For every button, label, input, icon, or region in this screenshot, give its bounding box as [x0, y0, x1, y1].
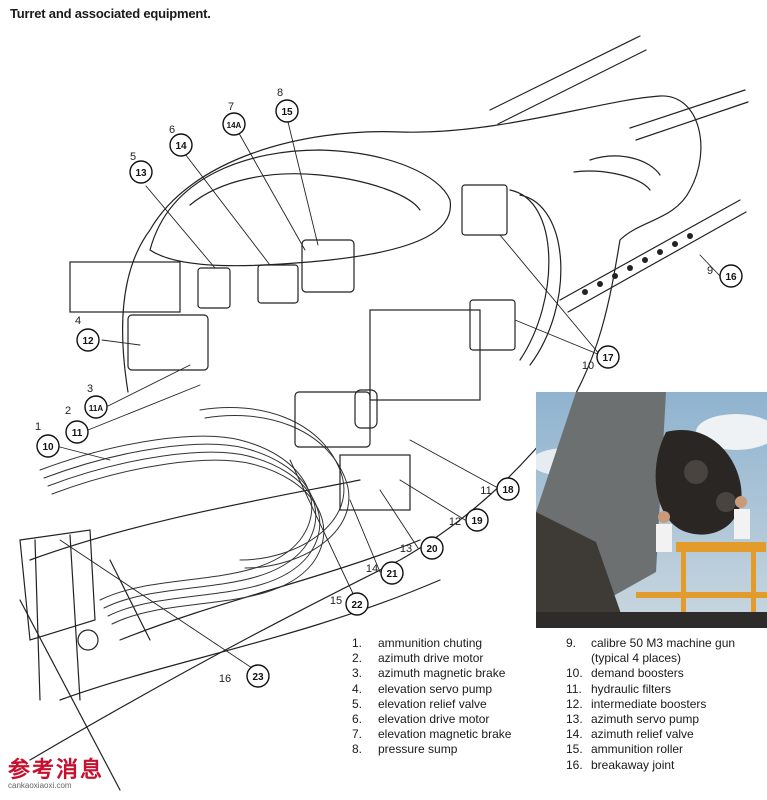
- callout-15: 15: [330, 595, 342, 607]
- callout-2: 2: [65, 405, 71, 417]
- legend-item: 16.breakaway joint: [566, 757, 675, 772]
- callout-11: 11: [480, 485, 491, 497]
- leader-lines: [55, 121, 721, 673]
- legend-item: (typical 4 places): [591, 651, 682, 666]
- legend-item: 3.azimuth magnetic brake: [352, 666, 506, 681]
- gun-mount-lower: [469, 299, 516, 351]
- circled-16: 16: [725, 272, 737, 283]
- circled-20: 20: [426, 544, 438, 555]
- legend-item: 5.elevation relief valve: [352, 696, 487, 711]
- callout-7: 7: [228, 101, 234, 113]
- circled-21: 21: [386, 569, 398, 580]
- callout-4: 4: [75, 315, 81, 327]
- callout-12: 12: [449, 516, 461, 528]
- gun-mount-rear: [461, 184, 508, 236]
- callout-14: 14: [366, 563, 378, 575]
- circled-callouts: 10 11 11A 12 13 14 14A 15 16 17 18 19 20…: [36, 99, 743, 688]
- ammo-box: [19, 529, 96, 701]
- ammo-box-port: [77, 629, 99, 651]
- gun-perforations: [582, 233, 693, 295]
- gun-receiver: [369, 309, 481, 401]
- ammo-feed: [509, 189, 562, 366]
- booster-block: [339, 454, 411, 511]
- circled-22: 22: [351, 600, 363, 611]
- azimuth-servo-pump: [294, 391, 371, 448]
- elevation-magnetic-brake: [301, 239, 355, 293]
- callout-10: 10: [582, 360, 594, 372]
- callout-3: 3: [87, 383, 93, 395]
- elevation-drive-motor: [257, 264, 299, 304]
- circled-10: 10: [42, 442, 54, 453]
- turret-photo: [536, 392, 767, 628]
- legend-right: 9.calibre 50 M3 machine gun (typical 4 p…: [566, 636, 735, 773]
- circled-11a: 11A: [89, 404, 103, 413]
- page-title: Turret and associated equipment.: [10, 6, 211, 21]
- canopy-inner: [189, 173, 421, 211]
- mounting-plate: [69, 261, 181, 313]
- callout-5: 5: [130, 151, 136, 163]
- legend-item: 1.ammunition chuting: [352, 636, 483, 650]
- watermark-text: 参考消息: [8, 757, 105, 783]
- legend-item: 2.azimuth drive motor: [352, 651, 484, 666]
- watermark-url: cankaoxiaoxi.com: [8, 781, 72, 790]
- legend-item: 6.elevation drive motor: [352, 712, 490, 727]
- legend-item: 11.hydraulic filters: [566, 681, 672, 696]
- legend-item: 14.azimuth relief valve: [566, 727, 694, 742]
- fuselage-outline: [29, 95, 702, 761]
- circled-14a: 14A: [227, 121, 242, 130]
- circled-19: 19: [471, 516, 483, 527]
- hydraulic-filter: [354, 389, 378, 429]
- callout-9: 9: [707, 265, 713, 277]
- callout-1: 1: [35, 421, 41, 433]
- legend-item: 4.elevation servo pump: [352, 681, 493, 696]
- ammunition-chuting: [39, 407, 350, 625]
- legend-item: 8.pressure sump: [352, 742, 458, 757]
- circled-18: 18: [502, 485, 514, 496]
- legend-item: 7.elevation magnetic brake: [352, 727, 512, 742]
- gun-barrels: [489, 35, 749, 313]
- circled-14: 14: [175, 141, 187, 152]
- callout-13: 13: [400, 543, 412, 555]
- lower-hull: [29, 479, 441, 701]
- legend-item: 15.ammunition roller: [566, 742, 684, 757]
- legend-item: 10.demand boosters: [566, 666, 684, 681]
- circled-17: 17: [602, 353, 614, 364]
- legend-item: 12.intermediate boosters: [566, 696, 707, 711]
- callout-16: 16: [219, 673, 231, 685]
- callout-6: 6: [169, 124, 175, 136]
- hull-line: [19, 559, 151, 791]
- circled-13: 13: [135, 168, 147, 179]
- watermark-logo: 参考消息 cankaoxiaoxi.com: [2, 750, 106, 796]
- circled-23: 23: [252, 672, 264, 683]
- circled-11: 11: [72, 428, 83, 439]
- legend-item: 9.calibre 50 M3 machine gun: [566, 636, 736, 650]
- legend-item: 13.azimuth servo pump: [566, 712, 700, 727]
- circled-15: 15: [281, 107, 293, 118]
- legend-left: 1.ammunition chuting 2.azimuth drive mot…: [352, 636, 511, 758]
- elevation-servo-pump: [127, 314, 209, 371]
- circled-12: 12: [82, 336, 94, 347]
- callout-8: 8: [277, 87, 283, 99]
- elevation-relief-valve: [197, 267, 231, 309]
